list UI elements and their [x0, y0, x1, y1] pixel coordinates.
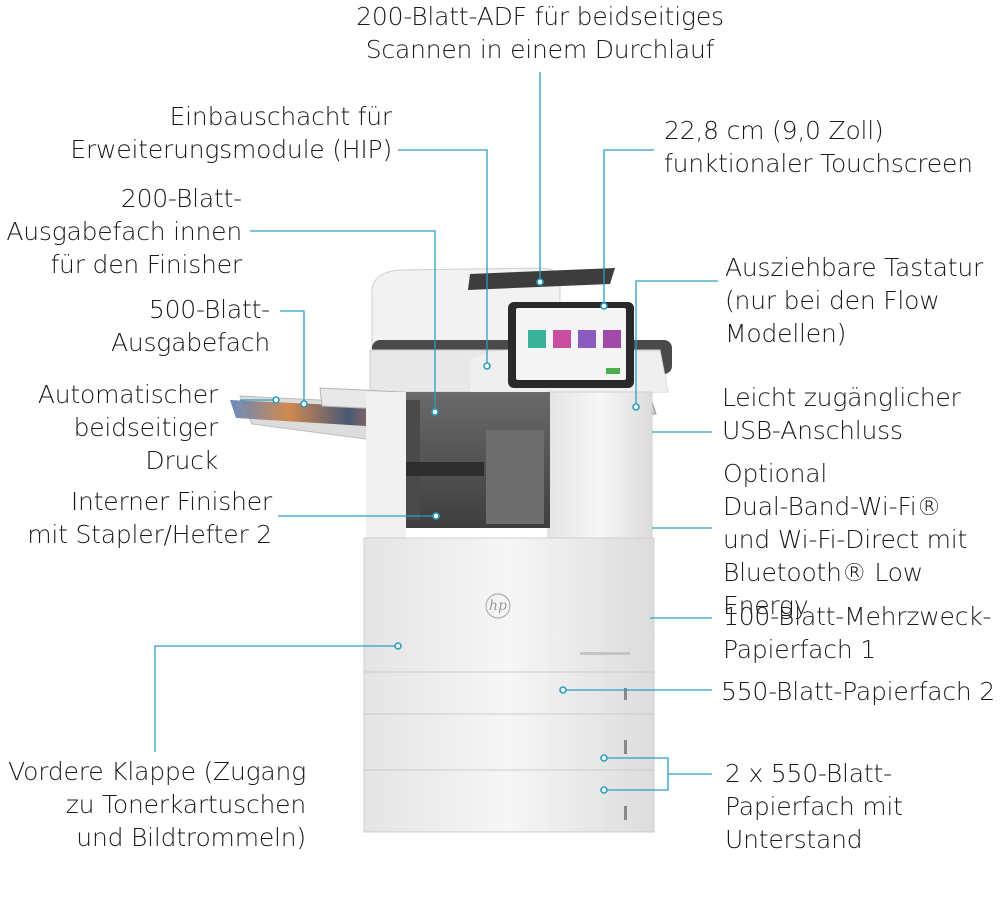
tray-3-indicator — [624, 740, 627, 754]
tray4-callout-dot — [600, 786, 608, 794]
hip-callout-dot — [483, 362, 491, 370]
label-wifi: Optional Dual-Band-Wi-Fi® und Wi-Fi-Dire… — [723, 459, 968, 620]
finisher-slot — [404, 462, 484, 476]
touchscreen-callout-dot — [600, 302, 608, 310]
keyboard-callout-line — [635, 280, 718, 407]
right-side-panel — [547, 391, 653, 543]
duplex-callout-dot — [272, 396, 280, 404]
finisher-callout-dot — [432, 512, 440, 520]
front-door[interactable] — [363, 537, 655, 673]
inner-tray-callout-dot — [431, 408, 439, 416]
tray-4-stand[interactable] — [363, 769, 655, 833]
finisher-door — [486, 430, 544, 524]
tray2-callout-dot — [559, 686, 567, 694]
label-adf: 200-Blatt-ADF für beidseitiges Scannen i… — [356, 2, 724, 64]
label-mp-tray: 100-Blatt-Mehrzweck- Papierfach 1 — [723, 602, 992, 664]
label-duplex: Automatischer beidseitiger Druck — [37, 380, 218, 475]
hip-callout-line — [398, 149, 488, 366]
touchscreen-callout-line — [603, 149, 654, 306]
front-door-callout-line — [154, 645, 398, 752]
model-label — [580, 652, 630, 655]
hp-logo-ring — [485, 593, 511, 619]
touchscreen-panel[interactable] — [508, 302, 634, 388]
front-door-callout-dot — [394, 642, 402, 650]
label-keyboard: Ausziehbare Tastatur (nur bei den Flow M… — [725, 253, 984, 348]
tray-2[interactable] — [363, 671, 655, 715]
label-trays-stand: 2 x 550-Blatt- Papierfach mit Unterstand — [725, 759, 903, 854]
tray3-callout-dot — [600, 754, 608, 762]
label-hip: Einbauschacht für Erweiterungsmodule (HI… — [70, 102, 392, 164]
hp-logo: hp — [489, 598, 507, 614]
tray-2-indicator — [624, 688, 627, 700]
output-tray-callout-dot — [300, 400, 308, 408]
adf-callout-dot — [536, 278, 544, 286]
label-touchscreen: 22,8 cm (9,0 Zoll) funktionaler Touchscr… — [664, 116, 973, 178]
left-body — [366, 392, 406, 542]
label-output-tray: 500-Blatt- Ausgabefach — [110, 295, 270, 357]
inner-tray-callout-line — [250, 230, 436, 412]
output-tray-callout-line — [280, 310, 305, 404]
tray-4-indicator — [624, 806, 627, 820]
label-usb: Leicht zugänglicher USB-Anschluss — [722, 383, 961, 445]
label-tray2: 550-Blatt-Papierfach 2 — [721, 677, 996, 706]
label-front-door: Vordere Klappe (Zugang zu Tonerkartusche… — [8, 757, 306, 852]
label-inner-tray: 200-Blatt- Ausgabefach innen für den Fin… — [6, 184, 242, 279]
trays-stand-callout-line — [604, 757, 669, 791]
label-finisher: Interner Finisher mit Stapler/Hefter 2 — [27, 487, 272, 549]
keyboard-callout-dot — [632, 403, 640, 411]
